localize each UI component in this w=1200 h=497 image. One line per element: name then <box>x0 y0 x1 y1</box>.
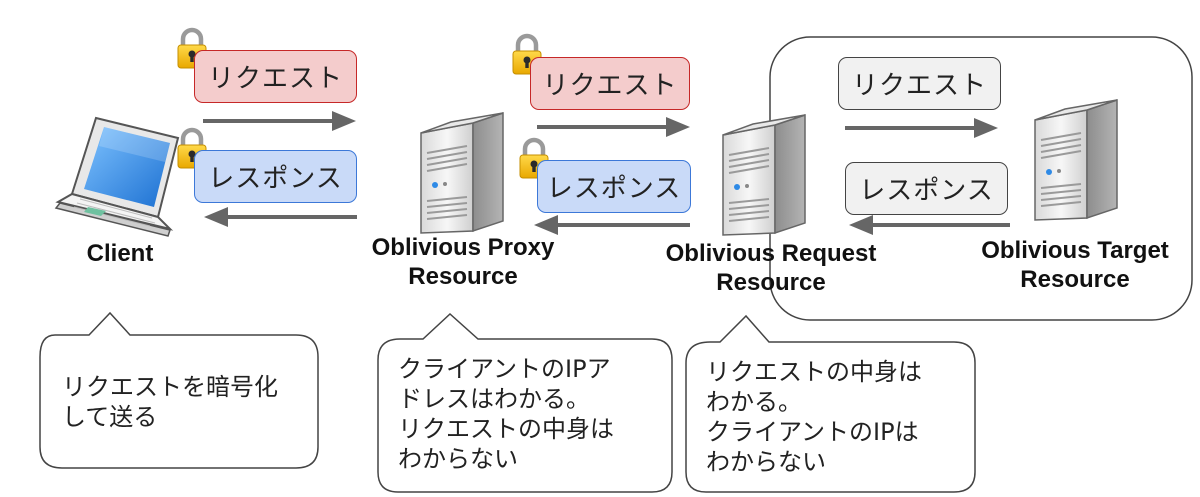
server-icon-target <box>1034 98 1118 221</box>
callout-client-line: リクエストを暗号化 <box>62 373 278 401</box>
request-resource-label-line2: Resource <box>716 269 826 296</box>
client-label: Client <box>86 240 154 267</box>
response-pill-client: レスポンス <box>194 150 357 203</box>
callout-proxy-line: わからない <box>398 445 518 473</box>
callout-request-line: わかる。 <box>706 388 802 416</box>
callout-request-line: リクエストの中身は <box>706 358 922 386</box>
arrow-proxy-to-request <box>537 117 690 137</box>
arrow-target-to-request <box>849 215 1010 235</box>
response-pill-proxy: レスポンス <box>537 160 691 213</box>
callout-client-text: リクエストを暗号化 して送る <box>62 372 278 432</box>
callout-proxy-shape <box>377 312 673 493</box>
request-resource-label-line1: Oblivious Request <box>665 240 877 267</box>
arrow-request-to-target <box>845 118 998 138</box>
proxy-label-line2: Resource <box>408 263 518 290</box>
laptop-icon <box>54 116 180 237</box>
callout-client-line: して送る <box>62 403 158 431</box>
callout-proxy-line: ドレスはわかる。 <box>398 385 590 413</box>
arrow-request-to-proxy <box>534 215 690 235</box>
callout-request-line: クライアントのIPは <box>706 418 919 446</box>
target-label-line1: Oblivious Target <box>981 237 1169 264</box>
callout-request-shape <box>685 314 976 493</box>
callout-proxy-line: クライアントのIPア <box>398 355 611 383</box>
request-pill-client: リクエスト <box>194 50 357 103</box>
arrow-proxy-to-client <box>204 207 357 227</box>
server-icon-proxy <box>420 111 504 234</box>
arrow-client-to-proxy <box>203 111 356 131</box>
request-pill-target: リクエスト <box>838 57 1001 110</box>
callout-request-text: リクエストの中身は わかる。 クライアントのIPは わからない <box>706 357 922 477</box>
response-pill-target: レスポンス <box>845 162 1008 215</box>
callout-proxy-text: クライアントのIPア ドレスはわかる。 リクエストの中身は わからない <box>398 354 614 474</box>
target-label-line2: Resource <box>1020 266 1130 293</box>
callout-proxy-line: リクエストの中身は <box>398 415 614 443</box>
proxy-label-line1: Oblivious Proxy <box>371 234 555 261</box>
callout-request-line: わからない <box>706 448 826 476</box>
request-pill-proxy: リクエスト <box>530 57 690 110</box>
server-icon-request <box>722 113 806 236</box>
proxy-label: Oblivious Proxy Resource <box>350 233 576 291</box>
target-label: Oblivious Target Resource <box>965 236 1185 294</box>
lock-icon-proxy-request <box>512 33 542 75</box>
callout-client-shape <box>39 311 319 469</box>
request-resource-label: Oblivious Request Resource <box>655 239 887 297</box>
